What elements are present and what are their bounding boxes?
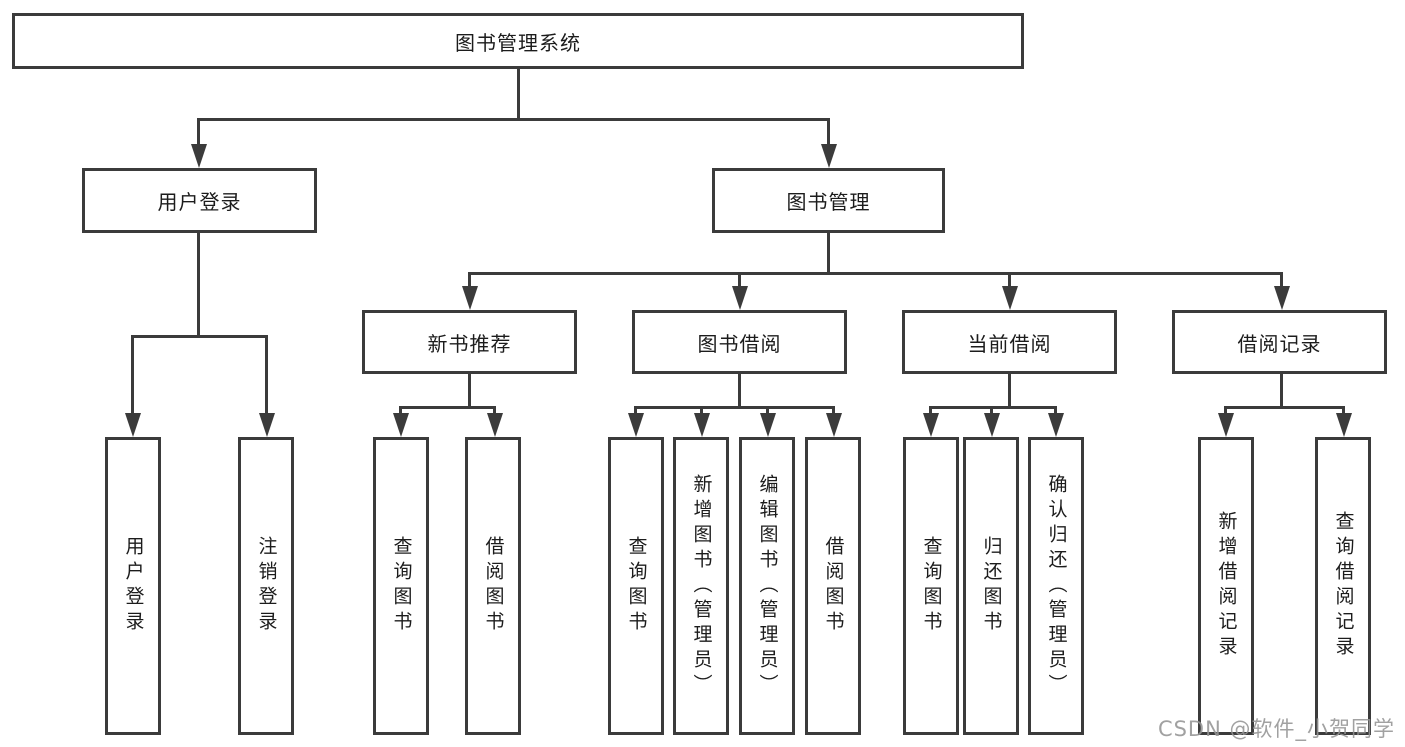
connector-line — [1280, 374, 1283, 409]
arrow-down-icon — [628, 413, 644, 437]
csdn-watermark: CSDN @软件_小贺同学 — [1157, 717, 1395, 741]
node-book-management: 图书管理 — [712, 168, 945, 233]
connector-line — [493, 406, 496, 418]
node-root-label: 图书管理系统 — [455, 30, 581, 55]
leaf-query-books-borrow: 查询图书 — [608, 437, 664, 735]
node-new-book-recommend-label: 新书推荐 — [427, 331, 512, 356]
connector-line — [766, 406, 769, 418]
leaf-query-books-current: 查询图书 — [903, 437, 959, 735]
connector-line — [1008, 374, 1011, 409]
node-current-borrow-label: 当前借阅 — [967, 331, 1052, 356]
leaf-user-login: 用户登录 — [105, 437, 161, 735]
leaf-add-books-admin-label: 新增图书（管理员） — [690, 473, 713, 699]
leaf-return-books-label: 归还图书 — [980, 536, 1003, 636]
leaf-confirm-return-admin-label: 确认归还（管理员） — [1045, 473, 1068, 699]
connector-line — [1342, 406, 1345, 418]
arrow-down-icon — [125, 413, 141, 437]
node-root: 图书管理系统 — [12, 13, 1024, 69]
connector-line — [131, 335, 268, 338]
leaf-return-books: 归还图书 — [963, 437, 1019, 735]
leaf-add-borrow-record: 新增借阅记录 — [1198, 437, 1254, 735]
connector-line — [1280, 272, 1283, 290]
connector-line — [929, 406, 1057, 409]
arrow-down-icon — [1218, 413, 1234, 437]
leaf-user-login-label: 用户登录 — [122, 536, 145, 636]
connector-line — [468, 272, 471, 290]
arrow-down-icon — [462, 286, 478, 310]
connector-line — [990, 406, 993, 418]
leaf-borrow-books: 借阅图书 — [805, 437, 861, 735]
leaf-edit-books-admin-label: 编辑图书（管理员） — [756, 473, 779, 699]
leaf-borrow-books-label: 借阅图书 — [822, 536, 845, 636]
node-current-borrow: 当前借阅 — [902, 310, 1117, 374]
connector-line — [1054, 406, 1057, 418]
node-new-book-recommend: 新书推荐 — [362, 310, 577, 374]
connector-line — [634, 406, 834, 409]
connector-line — [1224, 406, 1344, 409]
node-user-login-label: 用户登录 — [157, 190, 242, 214]
arrow-down-icon — [821, 144, 837, 168]
connector-line — [197, 118, 200, 148]
arrow-down-icon — [760, 413, 776, 437]
node-book-borrow-label: 图书借阅 — [697, 331, 782, 356]
leaf-logout: 注销登录 — [238, 437, 294, 735]
arrow-down-icon — [259, 413, 275, 437]
leaf-edit-books-admin: 编辑图书（管理员） — [739, 437, 795, 735]
connector-line — [832, 406, 835, 418]
connector-line — [197, 233, 200, 338]
arrow-down-icon — [694, 413, 710, 437]
node-book-management-label: 图书管理 — [786, 190, 871, 214]
connector-line — [827, 233, 830, 275]
node-user-login: 用户登录 — [82, 168, 317, 233]
node-book-borrow: 图书借阅 — [632, 310, 847, 374]
leaf-query-borrow-record-label: 查询借阅记录 — [1332, 511, 1355, 661]
connector-line — [738, 374, 741, 409]
connector-line — [131, 335, 134, 415]
leaf-confirm-return-admin: 确认归还（管理员） — [1028, 437, 1084, 735]
leaf-logout-label: 注销登录 — [255, 536, 278, 636]
connector-line — [468, 272, 1283, 275]
arrow-down-icon — [1048, 413, 1064, 437]
connector-line — [517, 69, 520, 121]
leaf-add-borrow-record-label: 新增借阅记录 — [1215, 511, 1238, 661]
connector-line — [634, 406, 637, 418]
leaf-add-books-admin: 新增图书（管理员） — [673, 437, 729, 735]
leaf-query-books-recommend: 查询图书 — [373, 437, 429, 735]
arrow-down-icon — [1336, 413, 1352, 437]
connector-line — [700, 406, 703, 418]
leaf-borrow-books-recommend-label: 借阅图书 — [482, 536, 505, 636]
leaf-query-books-borrow-label: 查询图书 — [625, 536, 648, 636]
arrow-down-icon — [984, 413, 1000, 437]
arrow-down-icon — [732, 286, 748, 310]
connector-line — [265, 335, 268, 415]
connector-line — [738, 272, 741, 290]
leaf-query-books-recommend-label: 查询图书 — [390, 536, 413, 636]
arrow-down-icon — [826, 413, 842, 437]
connector-line — [827, 118, 830, 148]
connector-line — [1008, 272, 1011, 290]
arrow-down-icon — [1274, 286, 1290, 310]
node-borrow-records-label: 借阅记录 — [1237, 331, 1322, 356]
connector-line — [197, 118, 830, 121]
node-borrow-records: 借阅记录 — [1172, 310, 1387, 374]
leaf-borrow-books-recommend: 借阅图书 — [465, 437, 521, 735]
arrow-down-icon — [191, 144, 207, 168]
connector-line — [399, 406, 496, 409]
leaf-query-books-current-label: 查询图书 — [920, 536, 943, 636]
arrow-down-icon — [487, 413, 503, 437]
leaf-query-borrow-record: 查询借阅记录 — [1315, 437, 1371, 735]
connector-line — [468, 374, 471, 409]
arrow-down-icon — [393, 413, 409, 437]
connector-line — [929, 406, 932, 418]
arrow-down-icon — [1002, 286, 1018, 310]
connector-line — [399, 406, 402, 418]
connector-line — [1224, 406, 1227, 418]
arrow-down-icon — [923, 413, 939, 437]
